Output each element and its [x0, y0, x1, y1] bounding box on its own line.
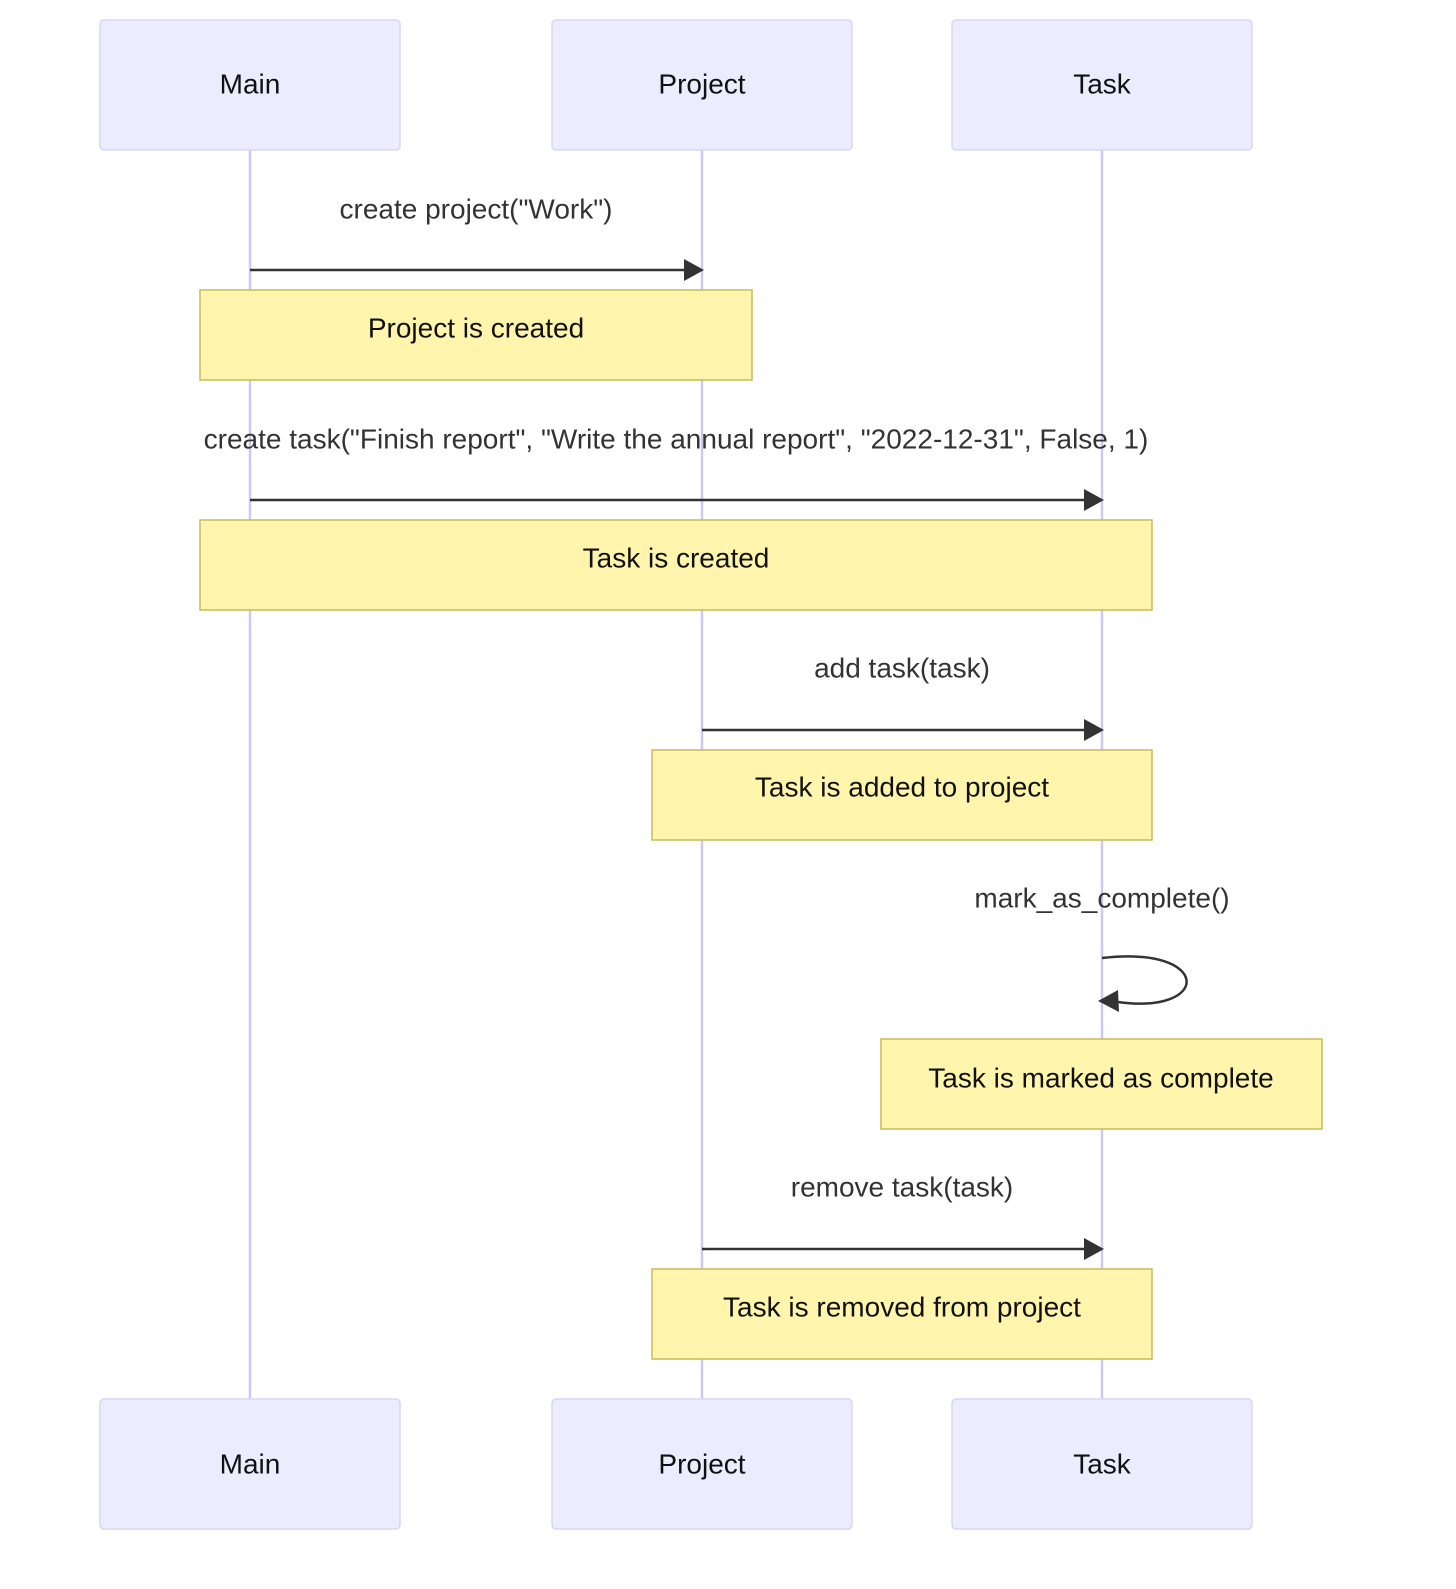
actor-task-top-label: Task [1073, 68, 1132, 99]
actor-main-bottom[interactable]: Main [99, 1398, 401, 1530]
note-4[interactable]: Task is marked as complete [880, 1038, 1323, 1130]
actor-main-top-label: Main [220, 68, 281, 99]
message-5-arrowhead-icon [1084, 1238, 1104, 1260]
note-5[interactable]: Task is removed from project [651, 1268, 1153, 1360]
note-5-label: Task is removed from project [723, 1291, 1081, 1322]
message-5-label: remove task(task) [791, 1171, 1014, 1202]
message-4-label: mark_as_complete() [974, 882, 1229, 913]
note-1[interactable]: Project is created [199, 289, 753, 381]
note-3-label: Task is added to project [755, 771, 1049, 802]
message-1-arrowhead-icon [684, 259, 704, 281]
actor-project-top[interactable]: Project [551, 19, 853, 151]
message-3-label: add task(task) [814, 652, 990, 683]
message-2-label: create task("Finish report", "Write the … [204, 423, 1149, 454]
actor-main-top[interactable]: Main [99, 19, 401, 151]
actor-task-bottom[interactable]: Task [951, 1398, 1253, 1530]
message-4-arrowhead-icon [1098, 990, 1119, 1012]
note-2-label: Task is created [583, 542, 770, 573]
note-1-label: Project is created [368, 312, 584, 343]
message-4-self-arrow[interactable] [1101, 955, 1188, 1005]
actor-task-top[interactable]: Task [951, 19, 1253, 151]
actor-main-bottom-label: Main [220, 1448, 281, 1479]
actor-task-bottom-label: Task [1073, 1448, 1132, 1479]
note-4-label: Task is marked as complete [928, 1062, 1273, 1093]
actor-project-bottom[interactable]: Project [551, 1398, 853, 1530]
note-3[interactable]: Task is added to project [651, 749, 1153, 841]
actor-project-bottom-label: Project [658, 1448, 745, 1479]
message-3-arrowhead-icon [1084, 719, 1104, 741]
actor-project-top-label: Project [658, 68, 745, 99]
message-2-arrowhead-icon [1084, 489, 1104, 511]
message-1-label: create project("Work") [340, 193, 613, 224]
note-2[interactable]: Task is created [199, 519, 1153, 611]
